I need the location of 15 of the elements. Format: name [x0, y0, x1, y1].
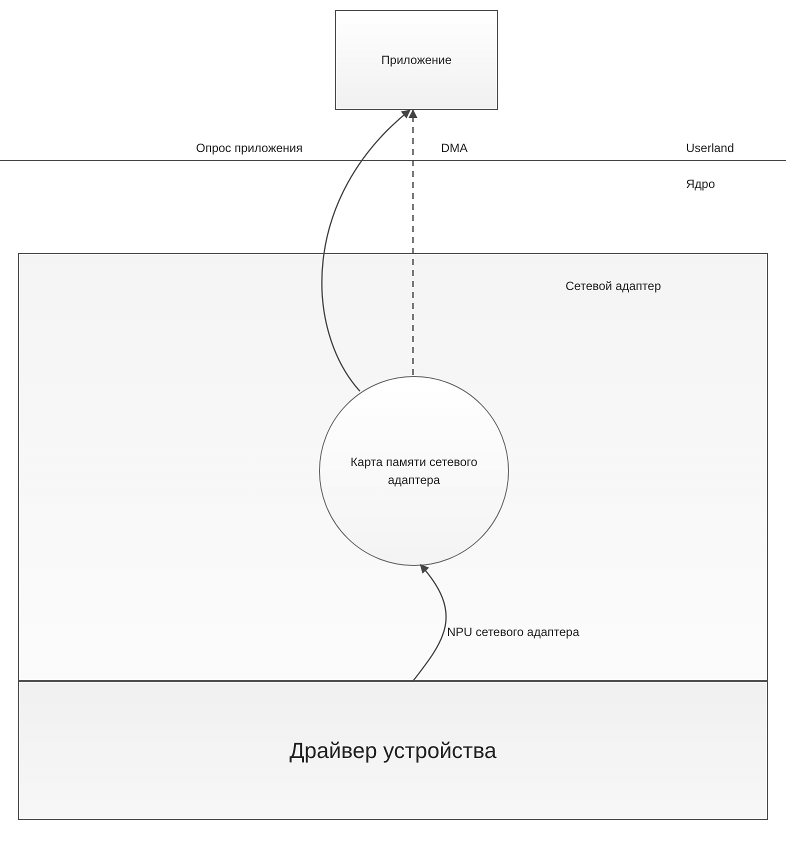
edge-label: NPU сетевого адаптера	[447, 625, 580, 640]
edge-label: Опрос приложения	[196, 141, 303, 156]
arrow	[412, 564, 447, 682]
node-label: Приложение	[381, 52, 452, 69]
layer-label: Userland	[686, 141, 734, 156]
arrow	[321, 109, 411, 392]
node-label: Драйвер устройства	[289, 737, 497, 765]
dashed-arrow	[408, 109, 418, 375]
node-label: Карта памяти сетевого адаптера	[350, 454, 478, 489]
driver-band	[18, 681, 768, 820]
layer-label: Ядро	[686, 177, 716, 192]
node-label: Сетевой адаптер	[566, 278, 661, 295]
process-box	[335, 10, 498, 110]
adapter-panel	[18, 253, 768, 681]
edge-label: DMA	[441, 141, 468, 156]
